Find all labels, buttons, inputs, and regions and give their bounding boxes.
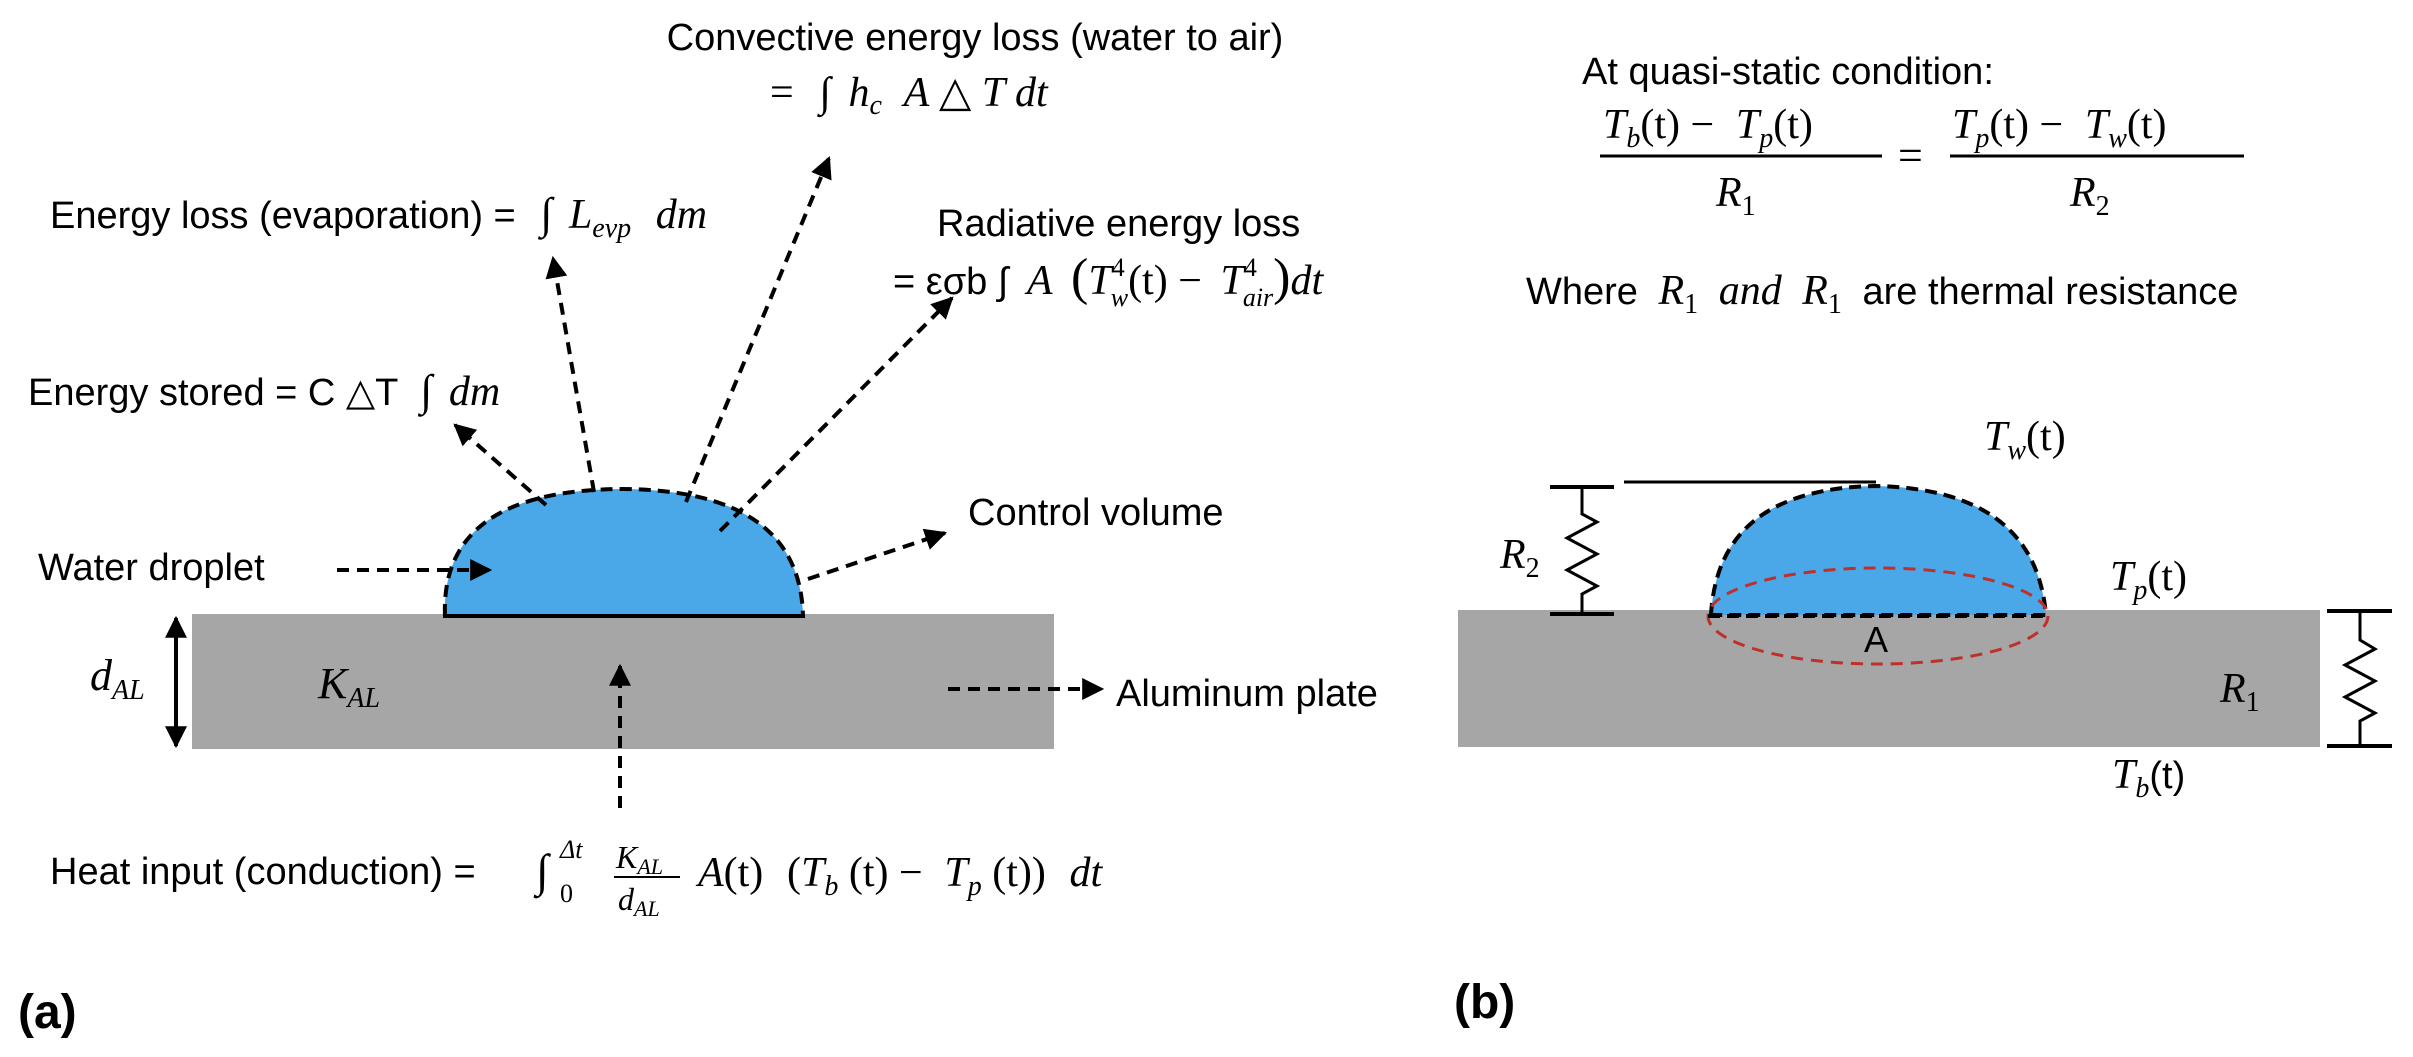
panel-a-label: (a) — [18, 986, 77, 1039]
resistor-r2 — [1550, 485, 1614, 616]
heat-input-rest: A(t) (Tb (t) − Tp (t)) dt — [695, 848, 1104, 902]
resistor-r1 — [2327, 609, 2392, 748]
panel-a: Convective energy loss (water to air) = … — [18, 17, 1378, 1039]
convective-title: Convective energy loss (water to air) — [667, 17, 1284, 59]
eq-lhs-denominator: R1 — [1715, 170, 1756, 222]
arrow-control-volume — [807, 528, 948, 581]
evaporation-label: Energy loss (evaporation) = ∫ Levp dm — [50, 189, 707, 246]
conductivity-label: KAL — [317, 659, 380, 714]
eq-lhs-numerator: Tb(t) − Tp(t) — [1603, 100, 1813, 154]
water-droplet-b — [1708, 483, 2049, 617]
panel-b: At quasi-static condition: Tb(t) − Tp(t)… — [1454, 51, 2392, 1029]
convective-equation: = ∫ hc A △ T dt — [770, 68, 1049, 123]
stored-label: Energy stored = C △T ∫ dm — [28, 366, 500, 417]
arrow-convective — [684, 155, 832, 503]
r1-label: R1 — [2219, 666, 2260, 718]
arrow-evaporation — [545, 255, 596, 493]
aluminum-plate-label: Aluminum plate — [1116, 673, 1378, 715]
heat-input-den: dAL — [618, 881, 660, 921]
arrow-stored — [453, 423, 548, 507]
heat-input-num: KAL — [615, 839, 663, 879]
panel-b-label: (b) — [1454, 976, 1515, 1029]
control-volume-label: Control volume — [968, 492, 1224, 534]
eq-equals: = — [1898, 131, 1923, 180]
heat-input-equation: Heat input (conduction) = ∫ Δt 0 KAL dAL… — [50, 835, 1104, 921]
heat-input-text: Heat input (conduction) = — [50, 851, 476, 893]
heat-input-upper: Δt — [559, 835, 583, 864]
r2-label: R2 — [1499, 532, 1540, 584]
radiative-title: Radiative energy loss — [937, 203, 1300, 245]
plate-thickness-label: dAL — [90, 651, 145, 706]
contact-area-label: A — [1864, 619, 1888, 660]
heat-input-integral: ∫ — [533, 845, 551, 899]
tw-label: Tw(t) — [1984, 414, 2066, 466]
tb-label: Tb(t) — [2112, 752, 2185, 804]
where-statement: Where R1 and R1 are thermal resistance — [1526, 268, 2238, 322]
eq-rhs-numerator: Tp(t) − Tw(t) — [1952, 100, 2167, 154]
quasi-static-title: At quasi-static condition: — [1582, 51, 1994, 93]
tp-label: Tp(t) — [2110, 554, 2187, 606]
heat-input-lower: 0 — [560, 879, 573, 908]
water-droplet-a — [442, 486, 806, 618]
aluminum-plate-b — [1458, 610, 2320, 747]
eq-rhs-denominator: R2 — [2069, 170, 2110, 222]
water-droplet-label: Water droplet — [38, 547, 265, 589]
arrow-radiative — [718, 296, 954, 533]
